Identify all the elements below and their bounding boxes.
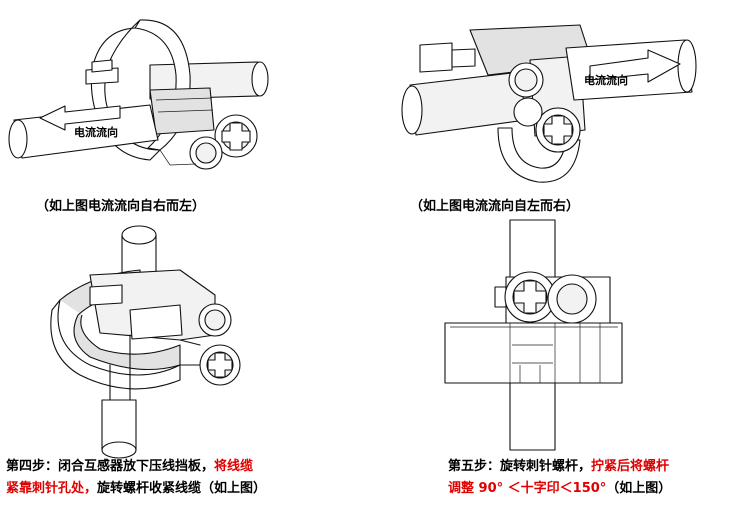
step4-line2-emphasis: 紧靠刺针孔处， (6, 481, 98, 496)
figure-current-right-to-left: 电流流向 (0, 0, 300, 200)
step5-line1-text: 第五步：旋转刺针螺杆， (448, 459, 592, 474)
current-direction-label: 电流流向 (584, 73, 628, 87)
step5-instruction: 第五步：旋转刺针螺杆，拧紧后将螺杆 调整 90° ＜十字印＜150°（如上图） (448, 456, 671, 500)
figure-step5-screw-angle (440, 215, 640, 455)
step4-line2-text: 旋转螺杆收紧线缆（如上图） (97, 481, 267, 496)
figure-step4-closed-transformer (30, 215, 280, 460)
tightening-screw-knob-icon (547, 274, 597, 324)
tightening-screw-knob-icon (198, 303, 232, 337)
tightening-screw-knob-icon (508, 62, 544, 98)
step5-line2-text: （如上图） (606, 481, 672, 496)
current-direction-label: 电流流向 (74, 125, 118, 139)
tightening-screw-knob-icon (189, 136, 223, 170)
step5-line1-emphasis: 拧紧后将螺杆 (591, 459, 670, 474)
figure1-caption: （如上图电流流向自右而左） (36, 199, 206, 214)
figure-current-left-to-right: 电流流向 (380, 0, 720, 200)
piercing-screw-knob-icon (214, 114, 258, 158)
step4-line1-text: 第四步：闭合互感器放下压线挡板， (6, 459, 215, 474)
figure2-caption: （如上图电流流向自左而右） (410, 199, 580, 214)
piercing-screw-knob-cross-mark-icon (504, 271, 556, 323)
piercing-screw-knob-icon (199, 344, 241, 386)
piercing-screw-knob-icon (535, 107, 581, 153)
step4-line1-emphasis: 将线缆 (214, 459, 254, 474)
step4-instruction: 第四步：闭合互感器放下压线挡板，将线缆 紧靠刺针孔处，旋转螺杆收紧线缆（如上图） (6, 456, 266, 500)
step5-line2-emphasis: 调整 90° ＜十字印＜150° (448, 481, 607, 496)
